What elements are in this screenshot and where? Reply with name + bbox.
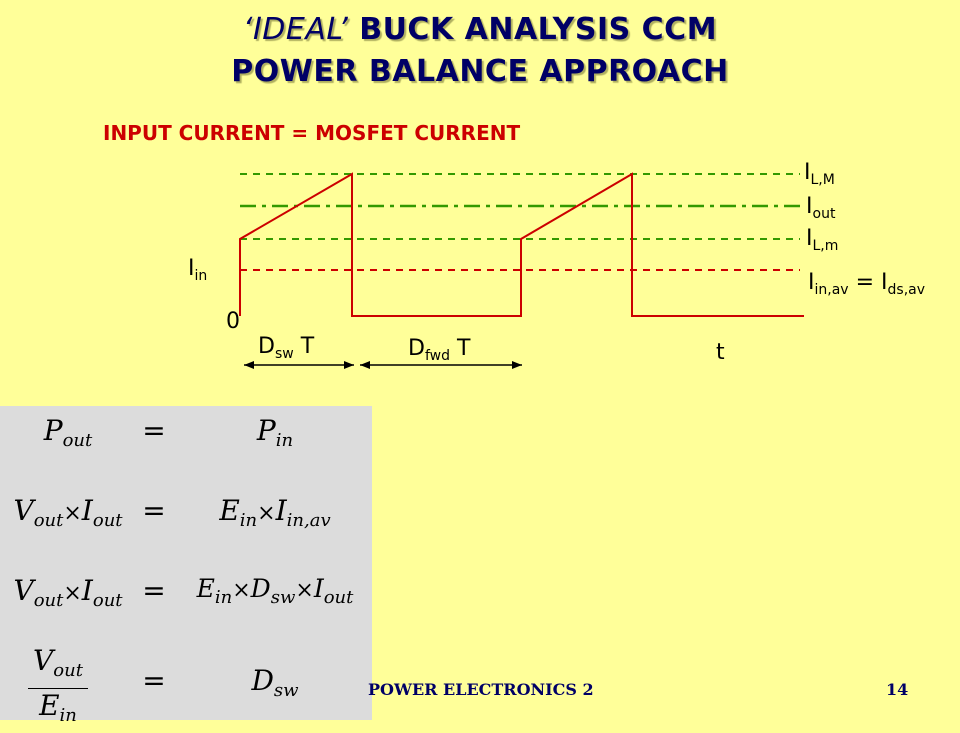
label-Dsw-T: Dsw T — [258, 334, 315, 362]
equation-panel: Pout = Pin Vout×Iout = Ein×Iin,av Vout×I… — [0, 406, 372, 726]
subtitle: INPUT CURRENT = MOSFET CURRENT — [103, 121, 521, 145]
label-Iout: Iout — [806, 194, 836, 222]
dfwd-arrowhead-left — [360, 361, 370, 369]
eq1-equals: = — [142, 414, 166, 447]
label-time-t: t — [716, 340, 725, 365]
eq2-equals: = — [142, 494, 166, 527]
eq1-rhs: Pin — [256, 414, 294, 451]
eq4-rhs: Dsw — [251, 664, 299, 701]
eq4-equals: = — [142, 664, 166, 697]
equation-row-1: Pout = Pin — [0, 414, 372, 464]
footer-page-number: 14 — [886, 680, 909, 699]
title-rest: BUCK ANALYSIS CCM — [359, 12, 718, 47]
dsw-arrowhead-left — [244, 361, 254, 369]
eq3-lhs: Vout×Iout — [13, 574, 123, 611]
label-ILM: IL,M — [804, 160, 835, 188]
slide-title-line1: ‘IDEAL’ BUCK ANALYSIS CCM — [0, 12, 960, 47]
slide-title-line2: POWER BALANCE APPROACH — [231, 54, 729, 89]
label-Dfwd-T: Dfwd T — [408, 336, 471, 364]
label-Iin: Iin — [188, 256, 208, 284]
equation-row-2: Vout×Iout = Ein×Iin,av — [0, 494, 372, 544]
eq1-lhs: Pout — [43, 414, 93, 451]
footer-course-title: POWER ELECTRONICS 2 — [368, 680, 594, 699]
dsw-arrowhead-right — [344, 361, 354, 369]
input-current-waveform — [239, 172, 804, 317]
label-Iinav-equals-Idsav: Iin,av = Ids,av — [808, 270, 926, 298]
eq3-equals: = — [142, 574, 166, 607]
label-zero: 0 — [226, 309, 240, 334]
label-ILm: IL,m — [806, 226, 839, 254]
dfwd-arrowhead-right — [512, 361, 522, 369]
equation-row-4: Vout Ein = Dsw — [0, 644, 372, 726]
equation-row-3: Vout×Iout = Ein×Dsw×Iout — [0, 574, 372, 624]
eq4-fraction: Vout Ein — [28, 644, 88, 733]
title-ideal: ‘IDEAL’ — [242, 12, 349, 47]
eq2-lhs: Vout×Iout — [13, 494, 123, 531]
eq2-rhs: Ein×Iin,av — [219, 494, 331, 531]
eq3-rhs: Ein×Dsw×Iout — [196, 574, 354, 608]
